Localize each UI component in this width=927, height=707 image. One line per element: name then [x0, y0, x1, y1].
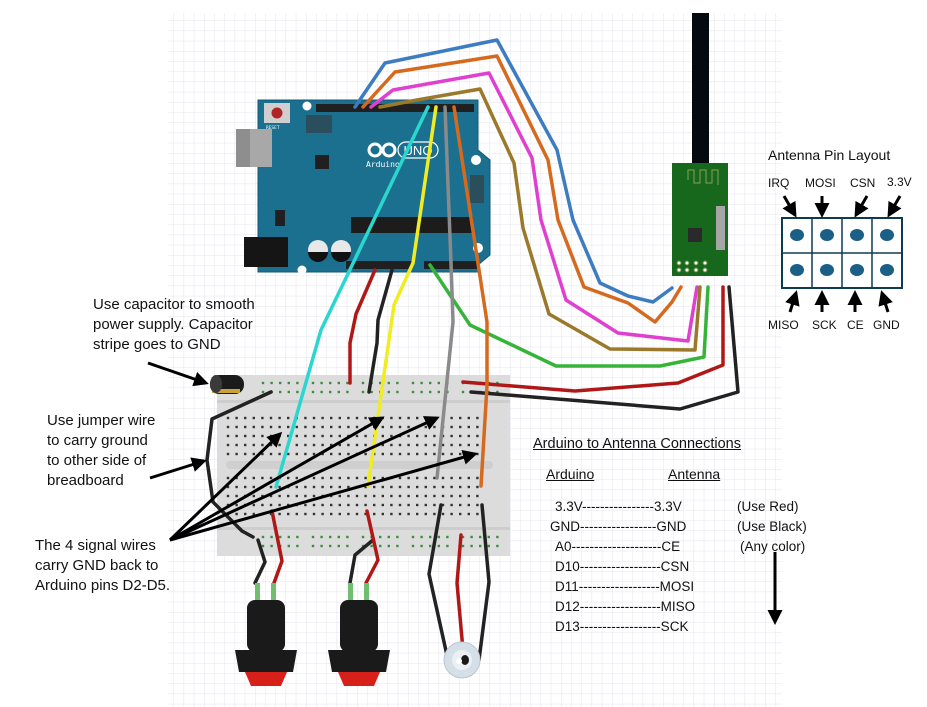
pin-label-gnd: GND	[873, 318, 900, 332]
pin-label-miso: MISO	[768, 318, 799, 332]
antenna-pin-dot	[880, 264, 894, 276]
wire-d4-yellow[interactable]	[366, 105, 438, 488]
capacitor-note-line: Use capacitor to smooth	[93, 296, 255, 313]
wire-switch-right[interactable]	[477, 503, 491, 662]
connection-row: D11------------------MOSI	[555, 579, 695, 594]
wire-button2-gnd[interactable]	[348, 538, 375, 585]
pin-label-mosi: MOSI	[805, 176, 836, 190]
wire-d3-gray[interactable]	[435, 105, 455, 480]
pin-layout-title: Antenna Pin Layout	[768, 147, 891, 163]
wire-ce-green[interactable]	[428, 263, 710, 368]
wire-mosi-pink[interactable]	[369, 71, 699, 343]
wire-gnd-black[interactable]	[367, 268, 394, 394]
antenna-pin-dot	[790, 229, 804, 241]
capacitor-note: Use capacitor to smooth power supply. Ca…	[93, 295, 255, 355]
nrf24-antenna-module[interactable]	[672, 13, 728, 276]
signal-arrow-1	[168, 431, 283, 542]
icsp2-header	[306, 115, 332, 133]
wire-3v3-red[interactable]	[348, 268, 377, 385]
jumper-note-line: to carry ground	[47, 432, 148, 449]
jumper-note: Use jumper wire to carry ground to other…	[47, 411, 155, 491]
antenna-pin-dot	[790, 264, 804, 276]
signal-arrow-2	[169, 416, 385, 542]
atmega-chip	[351, 217, 473, 233]
connection-row: 3.3V----------------3.3V	[555, 499, 682, 514]
connection-note: (Use Black)	[737, 519, 807, 534]
signal-note: The 4 signal wires carry GND back to Ard…	[35, 536, 170, 596]
capacitor-note-line: power supply. Capacitor	[93, 316, 253, 333]
capacitor-arrow	[147, 361, 209, 387]
capacitor[interactable]	[210, 375, 244, 394]
push-button-1[interactable]	[235, 583, 297, 686]
antenna-pin-dot	[880, 229, 894, 241]
connection-note: (Use Red)	[737, 499, 799, 514]
power-header	[346, 261, 412, 269]
pin-label-3v3: 3.3V	[887, 175, 912, 189]
pin-label-sck: SCK	[812, 318, 837, 332]
antenna-pin-layout-diagram	[781, 217, 903, 289]
signal-arrow-3	[169, 416, 440, 542]
wire-jumper-ground[interactable]	[205, 390, 273, 539]
wire-d5-cyan[interactable]	[274, 105, 430, 489]
pin-label-csn: CSN	[850, 176, 876, 190]
pin-label-irq: IRQ	[768, 176, 790, 190]
wire-vcc-red-antenna[interactable]	[461, 285, 725, 393]
jumper-note-line: to other side of	[47, 452, 147, 469]
signal-note-line: Arduino pins D2-D5.	[35, 577, 171, 594]
jumper-note-line: Use jumper wire	[47, 412, 156, 429]
icsp-header	[470, 175, 484, 203]
connections-col-arduino: Arduino	[546, 466, 595, 482]
signal-arrow-4	[169, 450, 478, 542]
connection-note: (Any color)	[740, 539, 806, 554]
signal-note-line: carry GND back to	[35, 557, 159, 574]
antenna-pin-dot	[850, 229, 864, 241]
wire-button2-signal[interactable]	[364, 509, 380, 585]
antenna-chip	[688, 228, 702, 242]
wire-csn-olive[interactable]	[378, 87, 702, 352]
connections-col-antenna: Antenna	[668, 466, 721, 482]
pin-label-ce: CE	[847, 318, 864, 332]
antenna-rod	[692, 13, 709, 165]
jumper-note-line: breadboard	[47, 472, 124, 489]
wire-switch-mid[interactable]	[455, 533, 465, 652]
antenna-pin-dot	[850, 264, 864, 276]
wire-switch-left[interactable]	[427, 503, 450, 662]
wire-d2-orange[interactable]	[452, 105, 489, 488]
reset-label: RESET	[266, 125, 280, 131]
wire-miso-orange[interactable]	[361, 54, 683, 324]
connection-row: A0--------------------CE	[555, 539, 681, 554]
capacitor-note-line: stripe goes to GND	[93, 336, 221, 353]
wire-button1-signal[interactable]	[270, 509, 284, 585]
power-jack	[244, 237, 288, 267]
antenna-pin-dot	[820, 229, 834, 241]
push-button-2[interactable]	[328, 583, 390, 686]
toggle-switch[interactable]	[443, 641, 481, 679]
breadboard	[217, 375, 510, 556]
connection-row: D10------------------CSN	[555, 559, 690, 574]
wire-button1-gnd[interactable]	[253, 538, 267, 585]
connection-row: D12------------------MISO	[555, 599, 696, 614]
digital-header	[316, 104, 474, 112]
connection-row: D13------------------SCK	[555, 619, 689, 634]
connections-title: Arduino to Antenna Connections	[533, 436, 741, 452]
connection-row: GND-----------------GND	[550, 519, 687, 534]
wire-gnd-black-antenna[interactable]	[469, 285, 740, 411]
arduino-logo	[367, 142, 397, 158]
annotation-arrows	[147, 195, 902, 625]
signal-note-line: The 4 signal wires	[35, 537, 156, 554]
antenna-pin-dot	[820, 264, 834, 276]
wire-sck-blue[interactable]	[353, 38, 674, 304]
arduino-brand-label: Arduino	[366, 160, 400, 169]
jumper-arrow	[149, 457, 207, 480]
